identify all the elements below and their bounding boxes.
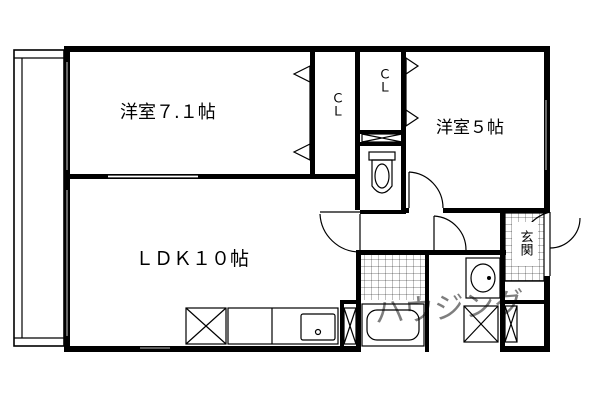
room-label-ldk: ＬＤＫ１０帖 xyxy=(135,248,249,270)
balcony xyxy=(13,49,65,347)
bathroom-tiles xyxy=(361,255,425,300)
toilet xyxy=(368,151,396,194)
entrance-area xyxy=(504,212,545,282)
closet-label-1: ＣＬ xyxy=(329,91,344,117)
left-windows xyxy=(65,62,548,350)
room-label-western-1: 洋室７.１帖 xyxy=(120,102,216,123)
bathtub xyxy=(361,303,425,347)
storage-box xyxy=(361,133,403,143)
interior-walls xyxy=(64,46,550,352)
closet-label-2: ＣＬ xyxy=(376,67,391,93)
kitchen xyxy=(185,307,357,345)
washbasin xyxy=(465,257,501,299)
room-label-western-2: 洋室５帖 xyxy=(436,118,504,138)
entrance-label: 玄関 xyxy=(518,230,534,257)
washing-machine-space xyxy=(463,305,518,343)
closet-door-markers xyxy=(292,56,420,161)
